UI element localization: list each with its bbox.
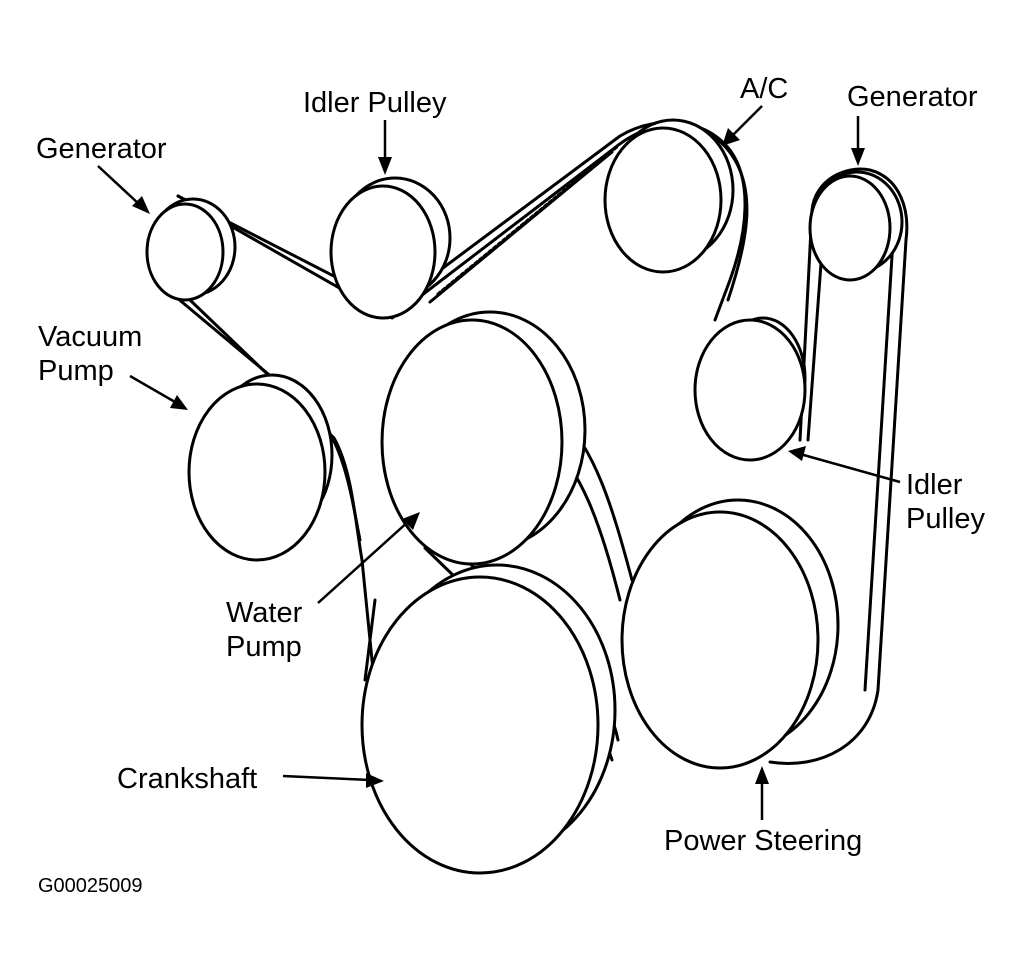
label-crankshaft: Crankshaft	[117, 763, 257, 795]
crankshaft-pulley	[360, 563, 617, 875]
label-water-pump-line1: Water	[226, 597, 303, 629]
label-generator-left: Generator	[36, 133, 167, 165]
idler-pulley-top	[329, 176, 452, 320]
idler-pulley-right	[693, 316, 807, 462]
label-vacuum-pump-line2: Pump	[38, 355, 114, 387]
labels: Generator Idler Pulley A/C Generator Vac…	[36, 73, 985, 897]
label-idler-pulley-right-line2: Pulley	[906, 503, 985, 535]
label-idler-pulley-right-line1: Idler	[906, 469, 963, 501]
vacuum-pump-pulley	[187, 373, 334, 562]
generator-left-pulley	[145, 197, 237, 302]
label-ac: A/C	[740, 73, 788, 105]
generator-right-pulley	[808, 170, 904, 282]
callout-arrows	[97, 105, 901, 820]
power-steering-pulley	[620, 498, 840, 770]
ac-pulley	[603, 118, 735, 274]
label-vacuum-pump-line1: Vacuum	[38, 321, 142, 353]
label-power-steering: Power Steering	[664, 825, 862, 857]
label-water-pump-line2: Pump	[226, 631, 302, 663]
label-generator-right: Generator	[847, 81, 978, 113]
label-idler-pulley-top: Idler Pulley	[303, 87, 447, 119]
figure-code: G00025009	[38, 875, 143, 897]
water-pump-pulley	[380, 310, 587, 566]
